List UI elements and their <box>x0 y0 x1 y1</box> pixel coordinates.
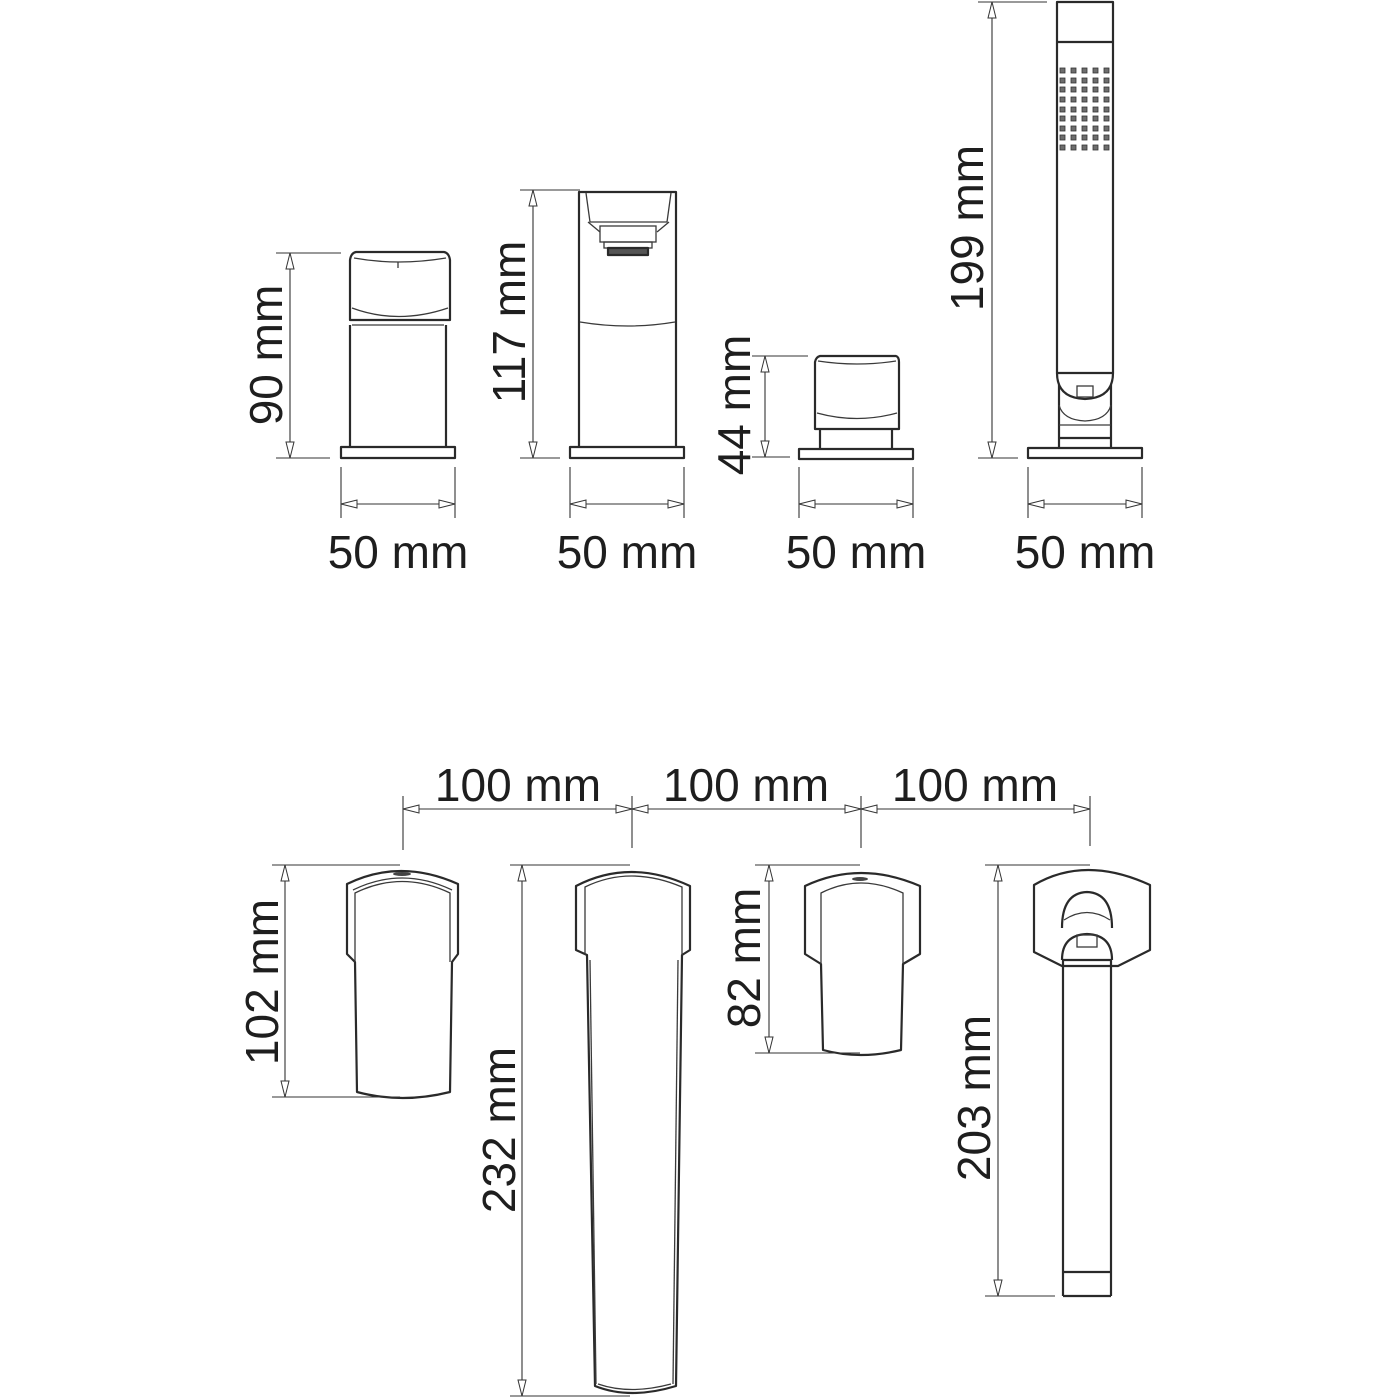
label-length-top-handle-right: 82 mm <box>718 888 770 1029</box>
front-handle-left <box>339 250 457 460</box>
label-spacing-2: 100 mm <box>663 759 829 811</box>
dimension-height-handle-left: 90 mm <box>240 252 341 459</box>
label-width-hand-shower: 50 mm <box>1015 526 1156 578</box>
top-spout <box>574 870 692 1395</box>
label-height-spout: 117 mm <box>483 241 535 404</box>
front-handle-right <box>797 354 915 461</box>
label-length-top-handle-left: 102 mm <box>236 899 288 1065</box>
dimension-spacing: 100 mm 100 mm 100 mm <box>402 759 1091 850</box>
label-width-handle-right: 50 mm <box>786 526 927 578</box>
label-height-handle-left: 90 mm <box>240 285 292 426</box>
label-length-top-spout: 232 mm <box>473 1047 525 1213</box>
dimension-height-top-hand-shower: 203 mm <box>948 864 1090 1297</box>
label-width-handle-left: 50 mm <box>328 526 469 578</box>
label-length-top-hand-shower: 203 mm <box>948 1015 1000 1181</box>
shower-nozzles <box>1059 67 1110 151</box>
label-width-spout: 50 mm <box>557 526 698 578</box>
dimension-height-top-spout: 232 mm <box>473 864 630 1397</box>
dimension-height-top-handle-left: 102 mm <box>236 864 400 1098</box>
top-handle-left <box>345 870 460 1100</box>
label-height-hand-shower: 199 mm <box>941 145 993 311</box>
dimension-height-handle-right: 44 mm <box>708 335 808 476</box>
label-height-handle-right: 44 mm <box>708 335 760 476</box>
front-hand-shower <box>1026 0 1144 460</box>
dimension-height-hand-shower: 199 mm <box>941 1 1047 459</box>
top-handle-right <box>803 871 922 1057</box>
dimension-height-spout: 117 mm <box>483 189 580 459</box>
dimension-width-spout: 50 mm <box>557 467 698 578</box>
top-hand-shower <box>1032 868 1152 1298</box>
dimension-width-hand-shower: 50 mm <box>1015 467 1156 578</box>
dimension-height-top-handle-right: 82 mm <box>718 864 860 1054</box>
label-spacing-1: 100 mm <box>435 759 601 811</box>
dimension-width-handle-left: 50 mm <box>328 467 469 578</box>
dimension-width-handle-right: 50 mm <box>786 467 927 578</box>
front-spout <box>568 190 686 460</box>
label-spacing-3: 100 mm <box>892 759 1058 811</box>
